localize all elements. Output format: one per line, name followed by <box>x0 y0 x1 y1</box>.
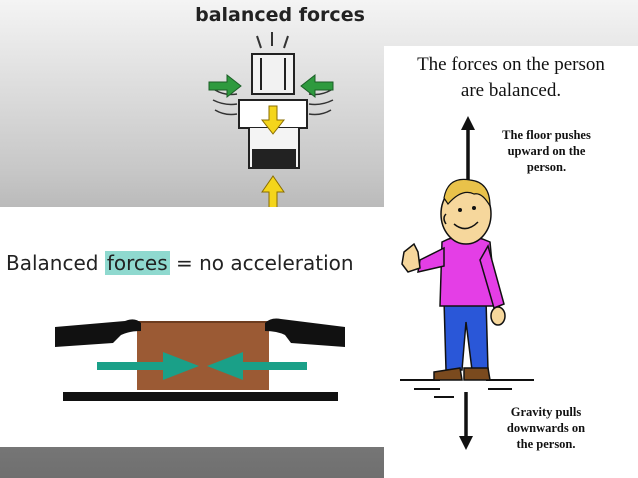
right-force-arrow <box>207 352 307 380</box>
gravity-force-note: Gravity pulls downwards on the person. <box>486 404 606 452</box>
right-push-arrow <box>300 73 334 99</box>
gravity-note-line-1: Gravity pulls <box>510 405 582 419</box>
statement-prefix: Balanced <box>6 251 105 275</box>
squeeze-diagram <box>208 32 334 209</box>
person-diagram-panel: The forces on the person are balanced. <box>384 46 638 478</box>
person-hands <box>401 242 506 326</box>
floor-bar <box>63 392 338 401</box>
right-hand <box>265 318 345 347</box>
top-diagram-title: balanced forces <box>195 4 365 26</box>
box-push-diagram <box>55 318 345 401</box>
squeeze-lines <box>212 89 334 116</box>
person-head <box>440 178 492 245</box>
impact-ticks <box>256 32 289 49</box>
floor-note-line-2: upward on the <box>507 144 586 158</box>
balanced-forces-statement: Balanced forces = no acceleration <box>6 251 386 275</box>
down-arrow <box>260 105 286 135</box>
title-line-1: The forces on the person <box>417 54 605 75</box>
wooden-box <box>137 322 269 390</box>
ground-lines <box>400 379 534 398</box>
person-diagram-title: The forces on the person are balanced. <box>384 52 638 104</box>
statement-suffix: = no acceleration <box>169 251 354 275</box>
squeezed-object <box>238 53 308 169</box>
gravity-note-line-2: downwards on <box>506 421 586 435</box>
person-figure <box>400 116 534 450</box>
up-arrow <box>261 175 285 209</box>
person-legs <box>443 299 489 371</box>
person-shoes <box>433 367 491 381</box>
forces-highlight: forces <box>104 251 170 275</box>
gravity-note-line-3: the person. <box>516 437 576 451</box>
floor-note-line-1: The floor pushes <box>502 128 591 142</box>
title-line-2: are balanced. <box>460 80 562 101</box>
left-hand <box>55 319 141 347</box>
left-force-arrow <box>97 352 199 380</box>
box-diagram-card: Balanced forces = no acceleration <box>0 207 384 447</box>
person-shirt <box>417 235 505 310</box>
floor-note-line-3: person. <box>526 160 567 174</box>
floor-force-note: The floor pushes upward on the person. <box>484 127 609 175</box>
downward-force-arrow <box>459 392 473 450</box>
left-push-arrow <box>208 73 242 99</box>
